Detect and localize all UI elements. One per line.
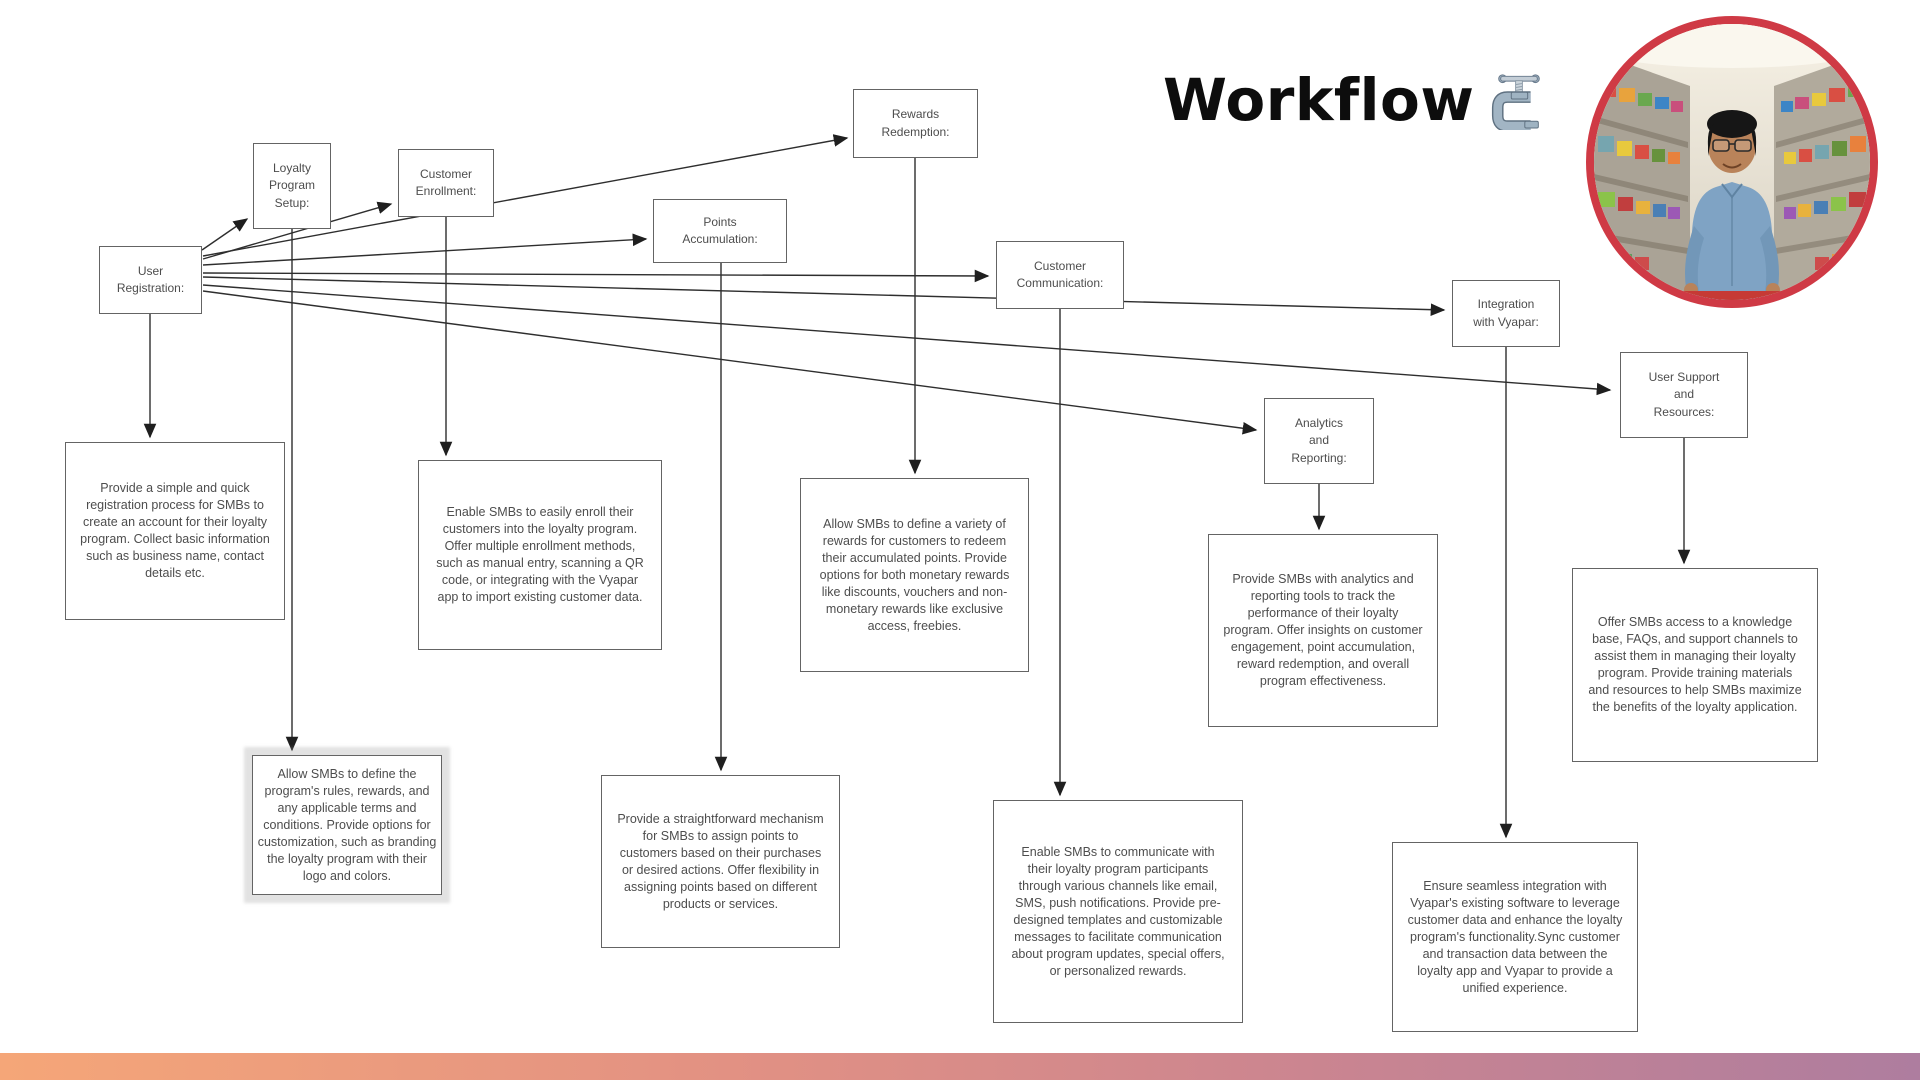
desc-customer-enrollment[interactable]: Enable SMBs to easily enroll their custo… bbox=[418, 460, 662, 650]
desc-text: Provide a simple and quick registration … bbox=[80, 481, 270, 580]
node-label: Customer Communication: bbox=[1016, 258, 1104, 290]
desc-integration-vyapar[interactable]: Ensure seamless integration with Vyapar'… bbox=[1392, 842, 1638, 1032]
node-label: Points Accumulation: bbox=[682, 214, 758, 246]
desc-customer-communication[interactable]: Enable SMBs to communicate with their lo… bbox=[993, 800, 1243, 1023]
desc-user-support-resources[interactable]: Offer SMBs access to a knowledge base, F… bbox=[1572, 568, 1818, 762]
node-user-support-resources[interactable]: User Support and Resources: bbox=[1620, 352, 1748, 438]
node-rewards-redemption[interactable]: Rewards Redemption: bbox=[853, 89, 978, 158]
desc-text: Enable SMBs to communicate with their lo… bbox=[1011, 844, 1225, 978]
desc-text: Ensure seamless integration with Vyapar'… bbox=[1407, 878, 1623, 995]
node-user-registration[interactable]: User Registration: bbox=[99, 246, 202, 314]
desc-loyalty-program-setup[interactable]: Allow SMBs to define the program's rules… bbox=[252, 755, 442, 895]
page-title-group: Workflow bbox=[1163, 66, 1548, 134]
desc-text: Offer SMBs access to a knowledge base, F… bbox=[1588, 615, 1802, 714]
node-label: User Support and Resources: bbox=[1648, 369, 1720, 419]
clamp-icon bbox=[1492, 74, 1541, 130]
node-label: Loyalty Program Setup: bbox=[268, 160, 315, 210]
node-label: Analytics and Reporting: bbox=[1291, 415, 1347, 465]
store-photo[interactable] bbox=[1586, 16, 1878, 308]
desc-rewards-redemption[interactable]: Allow SMBs to define a variety of reward… bbox=[800, 478, 1029, 672]
desc-text: Provide SMBs with analytics and reportin… bbox=[1223, 572, 1423, 688]
page-title[interactable]: Workflow bbox=[1163, 66, 1475, 134]
node-analytics-reporting[interactable]: Analytics and Reporting: bbox=[1264, 398, 1374, 484]
node-points-accumulation[interactable]: Points Accumulation: bbox=[653, 199, 787, 263]
bottom-gradient-bar bbox=[0, 1053, 1920, 1080]
desc-points-accumulation[interactable]: Provide a straightforward mechanism for … bbox=[601, 775, 840, 948]
desc-text: Allow SMBs to define the program's rules… bbox=[257, 766, 437, 883]
node-label: Customer Enrollment: bbox=[415, 166, 477, 198]
store-photo-art bbox=[1594, 24, 1870, 300]
node-label: Integration with Vyapar: bbox=[1473, 297, 1539, 329]
node-integration-vyapar[interactable]: Integration with Vyapar: bbox=[1452, 280, 1560, 347]
node-label: Rewards Redemption: bbox=[881, 107, 950, 139]
desc-text: Enable SMBs to easily enroll their custo… bbox=[436, 505, 644, 604]
desc-text: Allow SMBs to define a variety of reward… bbox=[819, 516, 1010, 633]
node-label: User Registration: bbox=[116, 263, 185, 295]
node-customer-communication[interactable]: Customer Communication: bbox=[996, 241, 1124, 309]
desc-analytics-reporting[interactable]: Provide SMBs with analytics and reportin… bbox=[1208, 534, 1438, 727]
node-loyalty-program-setup[interactable]: Loyalty Program Setup: bbox=[253, 143, 331, 229]
node-customer-enrollment[interactable]: Customer Enrollment: bbox=[398, 149, 494, 217]
desc-user-registration[interactable]: Provide a simple and quick registration … bbox=[65, 442, 285, 620]
desc-text: Provide a straightforward mechanism for … bbox=[617, 811, 824, 911]
